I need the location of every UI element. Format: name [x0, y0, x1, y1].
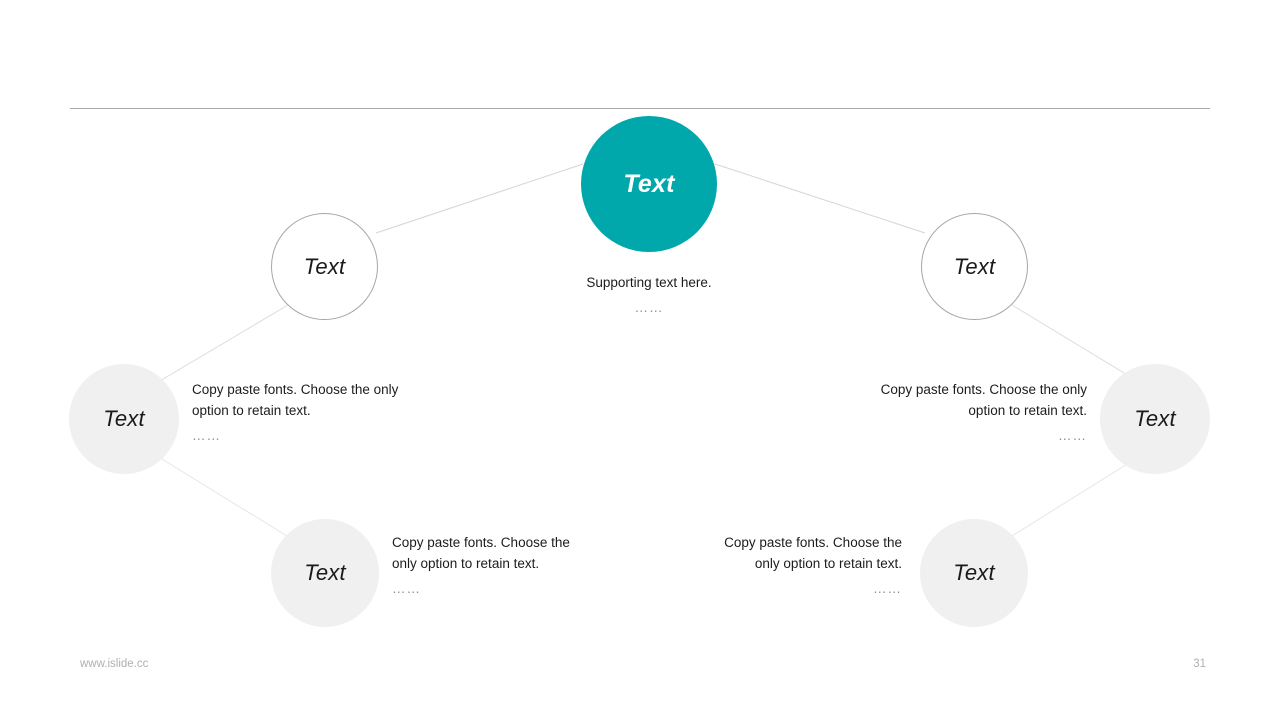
- node-right-lower[interactable]: Text: [920, 519, 1028, 627]
- header-divider-line: [70, 108, 1210, 109]
- node-left-upper-label: Text: [303, 253, 346, 279]
- node-right-mid-label: Text: [1134, 406, 1176, 431]
- node-left-lower[interactable]: Text: [271, 519, 379, 627]
- node-right-lower-label: Text: [953, 560, 995, 585]
- text-center-body: Supporting text here.: [586, 275, 712, 290]
- text-left-mid-body: Copy paste fonts. Choose the only option…: [192, 382, 399, 418]
- text-left-lower-body: Copy paste fonts. Choose the only option…: [392, 535, 570, 571]
- text-left-lower-dots: ……: [392, 581, 421, 596]
- node-center[interactable]: Text: [581, 116, 717, 252]
- footer-url[interactable]: www.islide.cc: [80, 658, 149, 670]
- node-left-mid-label: Text: [103, 406, 145, 431]
- page-number: 31: [1193, 658, 1206, 670]
- text-block-right-lower: Copy paste fonts. Choose the only option…: [709, 532, 902, 599]
- node-right-upper-label: Text: [953, 253, 996, 279]
- text-right-lower-dots: ……: [873, 581, 902, 596]
- text-block-right-mid: Copy paste fonts. Choose the only option…: [861, 379, 1087, 446]
- text-right-lower-body: Copy paste fonts. Choose the only option…: [724, 535, 902, 571]
- node-left-upper[interactable]: Text: [271, 213, 378, 320]
- text-right-mid-body: Copy paste fonts. Choose the only option…: [880, 382, 1087, 418]
- text-center-dots: ……: [634, 300, 664, 315]
- text-right-mid-dots: ……: [1058, 428, 1087, 443]
- text-block-left-lower: Copy paste fonts. Choose the only option…: [392, 532, 584, 599]
- node-right-mid[interactable]: Text: [1100, 364, 1210, 474]
- text-block-center: Supporting text here. ……: [549, 272, 749, 318]
- node-left-mid[interactable]: Text: [69, 364, 179, 474]
- node-left-lower-label: Text: [304, 560, 346, 585]
- text-block-left-mid: Copy paste fonts. Choose the only option…: [192, 379, 417, 446]
- node-right-upper[interactable]: Text: [921, 213, 1028, 320]
- text-left-mid-dots: ……: [192, 428, 221, 443]
- node-center-label: Text: [623, 169, 675, 198]
